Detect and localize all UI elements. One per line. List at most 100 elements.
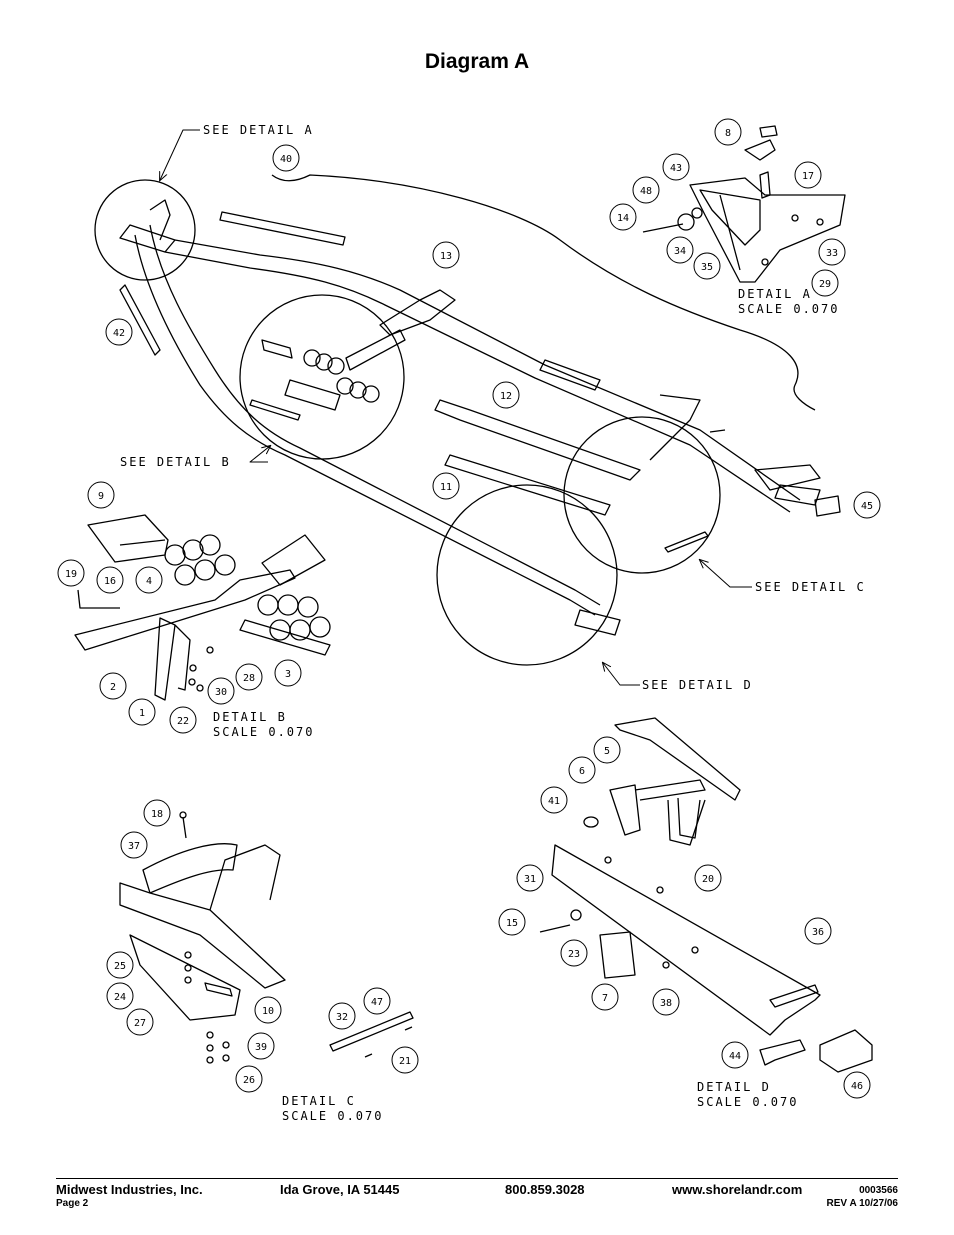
svg-text:10: 10 [262,1006,274,1017]
footer-city: Ida Grove, IA 51445 [280,1182,400,1197]
svg-text:38: 38 [660,998,672,1009]
part-balloon-17: 17 [794,161,822,189]
part-balloon-42: 42 [105,318,133,346]
part-balloon-12: 12 [492,381,520,409]
svg-text:7: 7 [602,993,608,1004]
callout-detail-d: SEE DETAIL D [642,678,753,692]
part-balloon-45: 45 [853,491,881,519]
part-balloon-43: 43 [662,153,690,181]
part-balloon-23: 23 [560,939,588,967]
part-balloon-5: 5 [593,736,621,764]
svg-text:28: 28 [243,673,255,684]
svg-text:30: 30 [215,687,227,698]
part-balloon-35: 35 [693,252,721,280]
part-balloon-2: 2 [99,672,127,700]
detail-c-drawing [119,811,414,1064]
part-balloon-18: 18 [143,799,171,827]
footer-phone: 800.859.3028 [505,1182,585,1197]
svg-text:6: 6 [579,766,585,777]
part-balloon-38: 38 [652,988,680,1016]
svg-text:46: 46 [851,1081,863,1092]
part-balloon-48: 48 [632,176,660,204]
footer-company: Midwest Industries, Inc. [56,1182,203,1197]
svg-text:39: 39 [255,1042,267,1053]
detail-a-scale: SCALE 0.070 [738,302,839,316]
svg-text:12: 12 [500,391,512,402]
footer-website[interactable]: www.shorelandr.com [672,1182,803,1197]
svg-text:33: 33 [826,248,838,259]
svg-text:31: 31 [524,874,536,885]
svg-text:20: 20 [702,874,714,885]
svg-text:35: 35 [701,262,713,273]
part-balloon-32: 32 [328,1002,356,1030]
svg-text:24: 24 [114,992,126,1003]
part-balloon-28: 28 [235,663,263,691]
part-balloon-26: 26 [235,1065,263,1093]
part-balloon-16: 16 [96,566,124,594]
part-balloon-36: 36 [804,917,832,945]
footer-page: Page 2 [56,1198,89,1209]
svg-text:40: 40 [280,154,292,165]
part-balloon-34: 34 [666,236,694,264]
part-balloon-10: 10 [254,996,282,1024]
part-balloon-1: 1 [128,698,156,726]
page-title: Diagram A [424,50,530,73]
svg-text:16: 16 [104,576,116,587]
svg-text:9: 9 [98,491,104,502]
svg-text:45: 45 [861,501,873,512]
svg-text:25: 25 [114,961,126,972]
detail-c-circle [563,416,721,574]
svg-text:4: 4 [146,576,152,587]
svg-text:29: 29 [819,279,831,290]
part-balloon-6: 6 [568,756,596,784]
part-balloon-46: 46 [843,1071,871,1099]
detail-d-scale: SCALE 0.070 [697,1095,798,1109]
detail-b-drawing [74,514,331,701]
detail-b-circle [239,294,405,460]
detail-c-scale: SCALE 0.070 [282,1109,383,1123]
svg-text:21: 21 [399,1056,411,1067]
part-balloon-40: 40 [272,144,300,172]
detail-c-title: DETAIL C [282,1094,356,1108]
svg-text:13: 13 [440,251,452,262]
detail-b-title: DETAIL B [213,710,287,724]
svg-text:37: 37 [128,841,140,852]
part-balloon-24: 24 [106,982,134,1010]
part-balloon-11: 11 [432,472,460,500]
detail-d-drawing [539,717,873,1073]
svg-text:41: 41 [548,796,560,807]
part-balloon-27: 27 [126,1008,154,1036]
part-balloon-44: 44 [721,1041,749,1069]
part-balloon-8: 8 [714,118,742,146]
part-balloon-4: 4 [135,566,163,594]
svg-text:11: 11 [440,482,452,493]
roller-assembly-small [249,329,406,421]
part-balloon-9: 9 [87,481,115,509]
svg-text:42: 42 [113,328,125,339]
svg-text:44: 44 [729,1051,741,1062]
part-balloon-31: 31 [516,864,544,892]
svg-text:26: 26 [243,1075,255,1086]
part-balloon-14: 14 [609,203,637,231]
part-balloon-13: 13 [432,241,460,269]
svg-text:17: 17 [802,171,814,182]
svg-text:19: 19 [65,569,77,580]
part-balloon-7: 7 [591,983,619,1011]
callout-detail-a: SEE DETAIL A [203,123,314,137]
svg-text:3: 3 [285,669,291,680]
callout-detail-c: SEE DETAIL C [755,580,866,594]
detail-a-circle [94,179,196,281]
part-balloon-33: 33 [818,238,846,266]
svg-text:18: 18 [151,809,163,820]
part-balloon-22: 22 [169,706,197,734]
footer-revision: REV A 10/27/06 [826,1198,898,1209]
detail-a-drawing [642,125,846,283]
part-balloon-20: 20 [694,864,722,892]
callout-detail-b: SEE DETAIL B [120,455,231,469]
trailer-frame [119,174,841,636]
svg-text:15: 15 [506,918,518,929]
part-balloon-29: 29 [811,269,839,297]
footer-divider [56,1178,898,1179]
